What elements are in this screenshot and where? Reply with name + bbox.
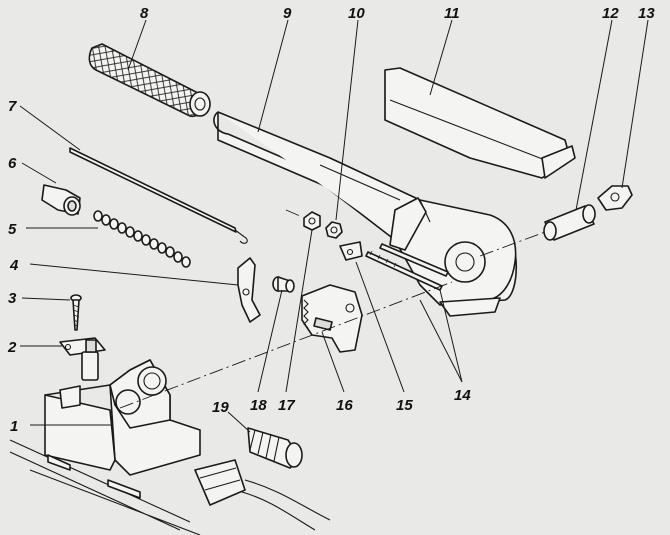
- part-9-lever: [213, 111, 518, 317]
- part-5-spring: [93, 210, 191, 268]
- callout-8: 8: [140, 5, 149, 22]
- part-11-cover: [384, 67, 576, 179]
- callout-1: 1: [10, 418, 18, 435]
- callout-14: 14: [454, 387, 471, 404]
- part-3-screw: [70, 294, 82, 331]
- part-16-sector: [301, 284, 363, 353]
- callout-16: 16: [336, 397, 353, 414]
- callout-12: 12: [602, 5, 619, 22]
- callout-18: 18: [250, 397, 267, 414]
- callout-11: 11: [444, 5, 460, 22]
- callout-2: 2: [7, 339, 17, 356]
- part-13-clip: [597, 185, 633, 211]
- part-2-switch: [59, 337, 106, 381]
- part-6-button: [41, 184, 81, 216]
- part-1-bracket: [44, 359, 331, 531]
- callout-13: 13: [638, 5, 655, 22]
- part-7-rod: [69, 147, 248, 244]
- part-8-grip: [88, 43, 211, 118]
- callout-7: 7: [8, 98, 17, 115]
- callout-6: 6: [8, 155, 17, 172]
- callout-15: 15: [396, 397, 413, 414]
- part-12-sleeve: [543, 204, 596, 241]
- callout-10: 10: [348, 5, 365, 22]
- callout-4: 4: [9, 257, 19, 274]
- callout-17: 17: [278, 397, 295, 414]
- part-15-bracket: [339, 241, 363, 261]
- part-17-nut: [303, 211, 321, 231]
- callout-numbers: 1 2 3 4 5 6 7 8 9 10 11 12 13 14 15 16 1…: [7, 5, 655, 435]
- callout-19: 19: [212, 399, 229, 416]
- leader-lines: [19, 19, 649, 433]
- part-4-pawl: [237, 257, 261, 323]
- part-19-boot: [247, 427, 303, 469]
- floor-plate: [9, 439, 201, 535]
- axis-lines: [119, 209, 546, 409]
- callout-3: 3: [8, 290, 17, 307]
- callout-5: 5: [8, 221, 17, 238]
- callout-9: 9: [283, 5, 292, 22]
- part-10-nut: [325, 221, 343, 239]
- part-18-pin: [272, 276, 295, 293]
